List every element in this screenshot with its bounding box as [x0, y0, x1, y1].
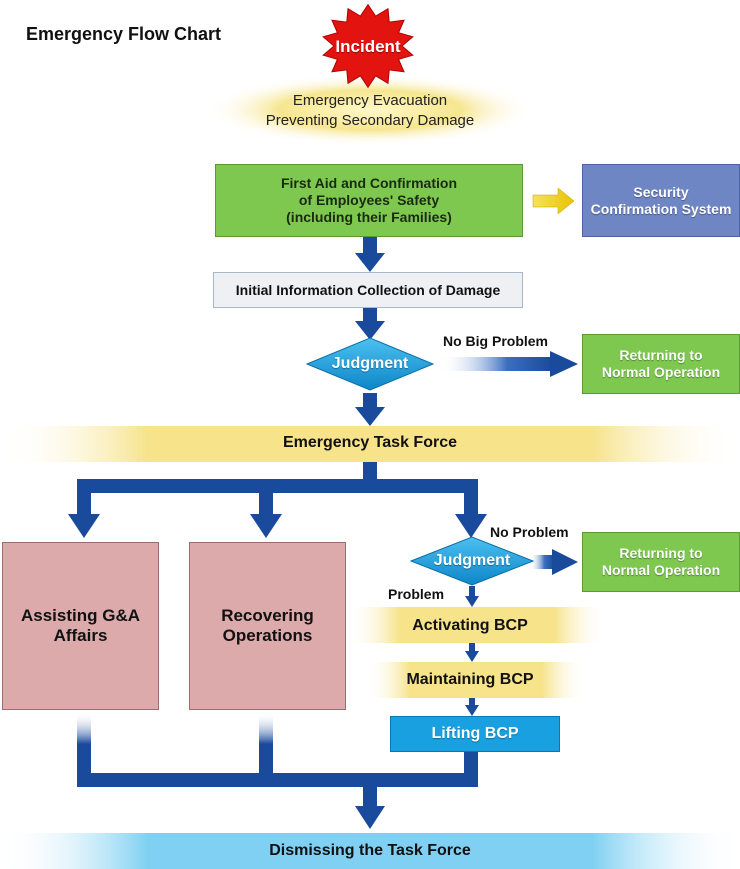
arrow-firstaid-to-info [355, 237, 385, 272]
arrow-no-big-problem [440, 351, 578, 377]
security-confirmation-box: Security Confirmation System [582, 164, 740, 237]
first-aid-line1: First Aid and Confirmation [280, 175, 458, 192]
assisting-line2: Affairs [53, 626, 108, 645]
returning-normal-box-1: Returning to Normal Operation [582, 334, 740, 394]
arrow-to-security [532, 187, 575, 215]
page-title: Emergency Flow Chart [26, 24, 222, 44]
merge-connector [77, 712, 478, 829]
dismissing-task-force-label: Dismissing the Task Force [269, 842, 471, 859]
returning1-line1: Returning to [619, 347, 703, 364]
judgment-1-label: Judgment [331, 355, 409, 372]
returning2-line1: Returning to [619, 545, 703, 562]
assisting-ga-box: Assisting G&A Affairs [2, 542, 159, 710]
arrow-judgment-to-taskforce [355, 393, 385, 426]
no-problem-label: No Problem [490, 524, 569, 540]
no-big-problem-label: No Big Problem [443, 333, 549, 349]
activating-band [348, 607, 606, 643]
evacuation-line1: Emergency Evacuation [292, 92, 448, 109]
initial-info-box: Initial Information Collection of Damage [213, 272, 523, 308]
evacuation-ellipse [205, 74, 535, 146]
problem-label: Problem [388, 586, 445, 602]
arrow-no-problem [530, 549, 578, 575]
taskforce-distribution-connector [68, 462, 487, 538]
first-aid-line3: (including their Families) [286, 208, 452, 225]
maintaining-band [366, 662, 586, 698]
recovering-line2: Operations [222, 626, 313, 645]
returning1-line2: Normal Operation [601, 364, 721, 380]
evacuation-text: Emergency Evacuation Preventing Secondar… [230, 91, 510, 132]
recovering-line1: Recovering [221, 605, 314, 625]
judgment-diamond-1 [305, 337, 435, 391]
incident-label: Incident [335, 37, 401, 56]
assisting-line1: Assisting G&A [20, 605, 141, 625]
lifting-bcp-box: Lifting BCP [390, 716, 560, 752]
first-aid-box: First Aid and Confirmation of Employees'… [215, 164, 523, 237]
arrow-info-to-judgment [355, 307, 385, 340]
first-aid-line2: of Employees' Safety [298, 192, 440, 209]
activating-bcp-label: Activating BCP [412, 617, 528, 634]
security-line2: Confirmation System [590, 200, 732, 217]
returning-normal-box-2: Returning to Normal Operation [582, 532, 740, 592]
judgment-2-label: Judgment [433, 552, 511, 569]
bcp-chain-arrows [465, 586, 479, 716]
security-line1: Security [633, 183, 689, 200]
task-force-label: Emergency Task Force [282, 434, 457, 451]
recovering-operations-box: Recovering Operations [189, 542, 346, 710]
returning2-line2: Normal Operation [601, 562, 721, 578]
maintaining-bcp-label: Maintaining BCP [406, 671, 534, 688]
judgment-diamond-2 [409, 536, 535, 586]
incident-star [322, 3, 414, 89]
dismissing-band [0, 833, 740, 869]
evacuation-line2: Preventing Secondary Damage [265, 112, 475, 130]
task-force-band [0, 426, 740, 462]
